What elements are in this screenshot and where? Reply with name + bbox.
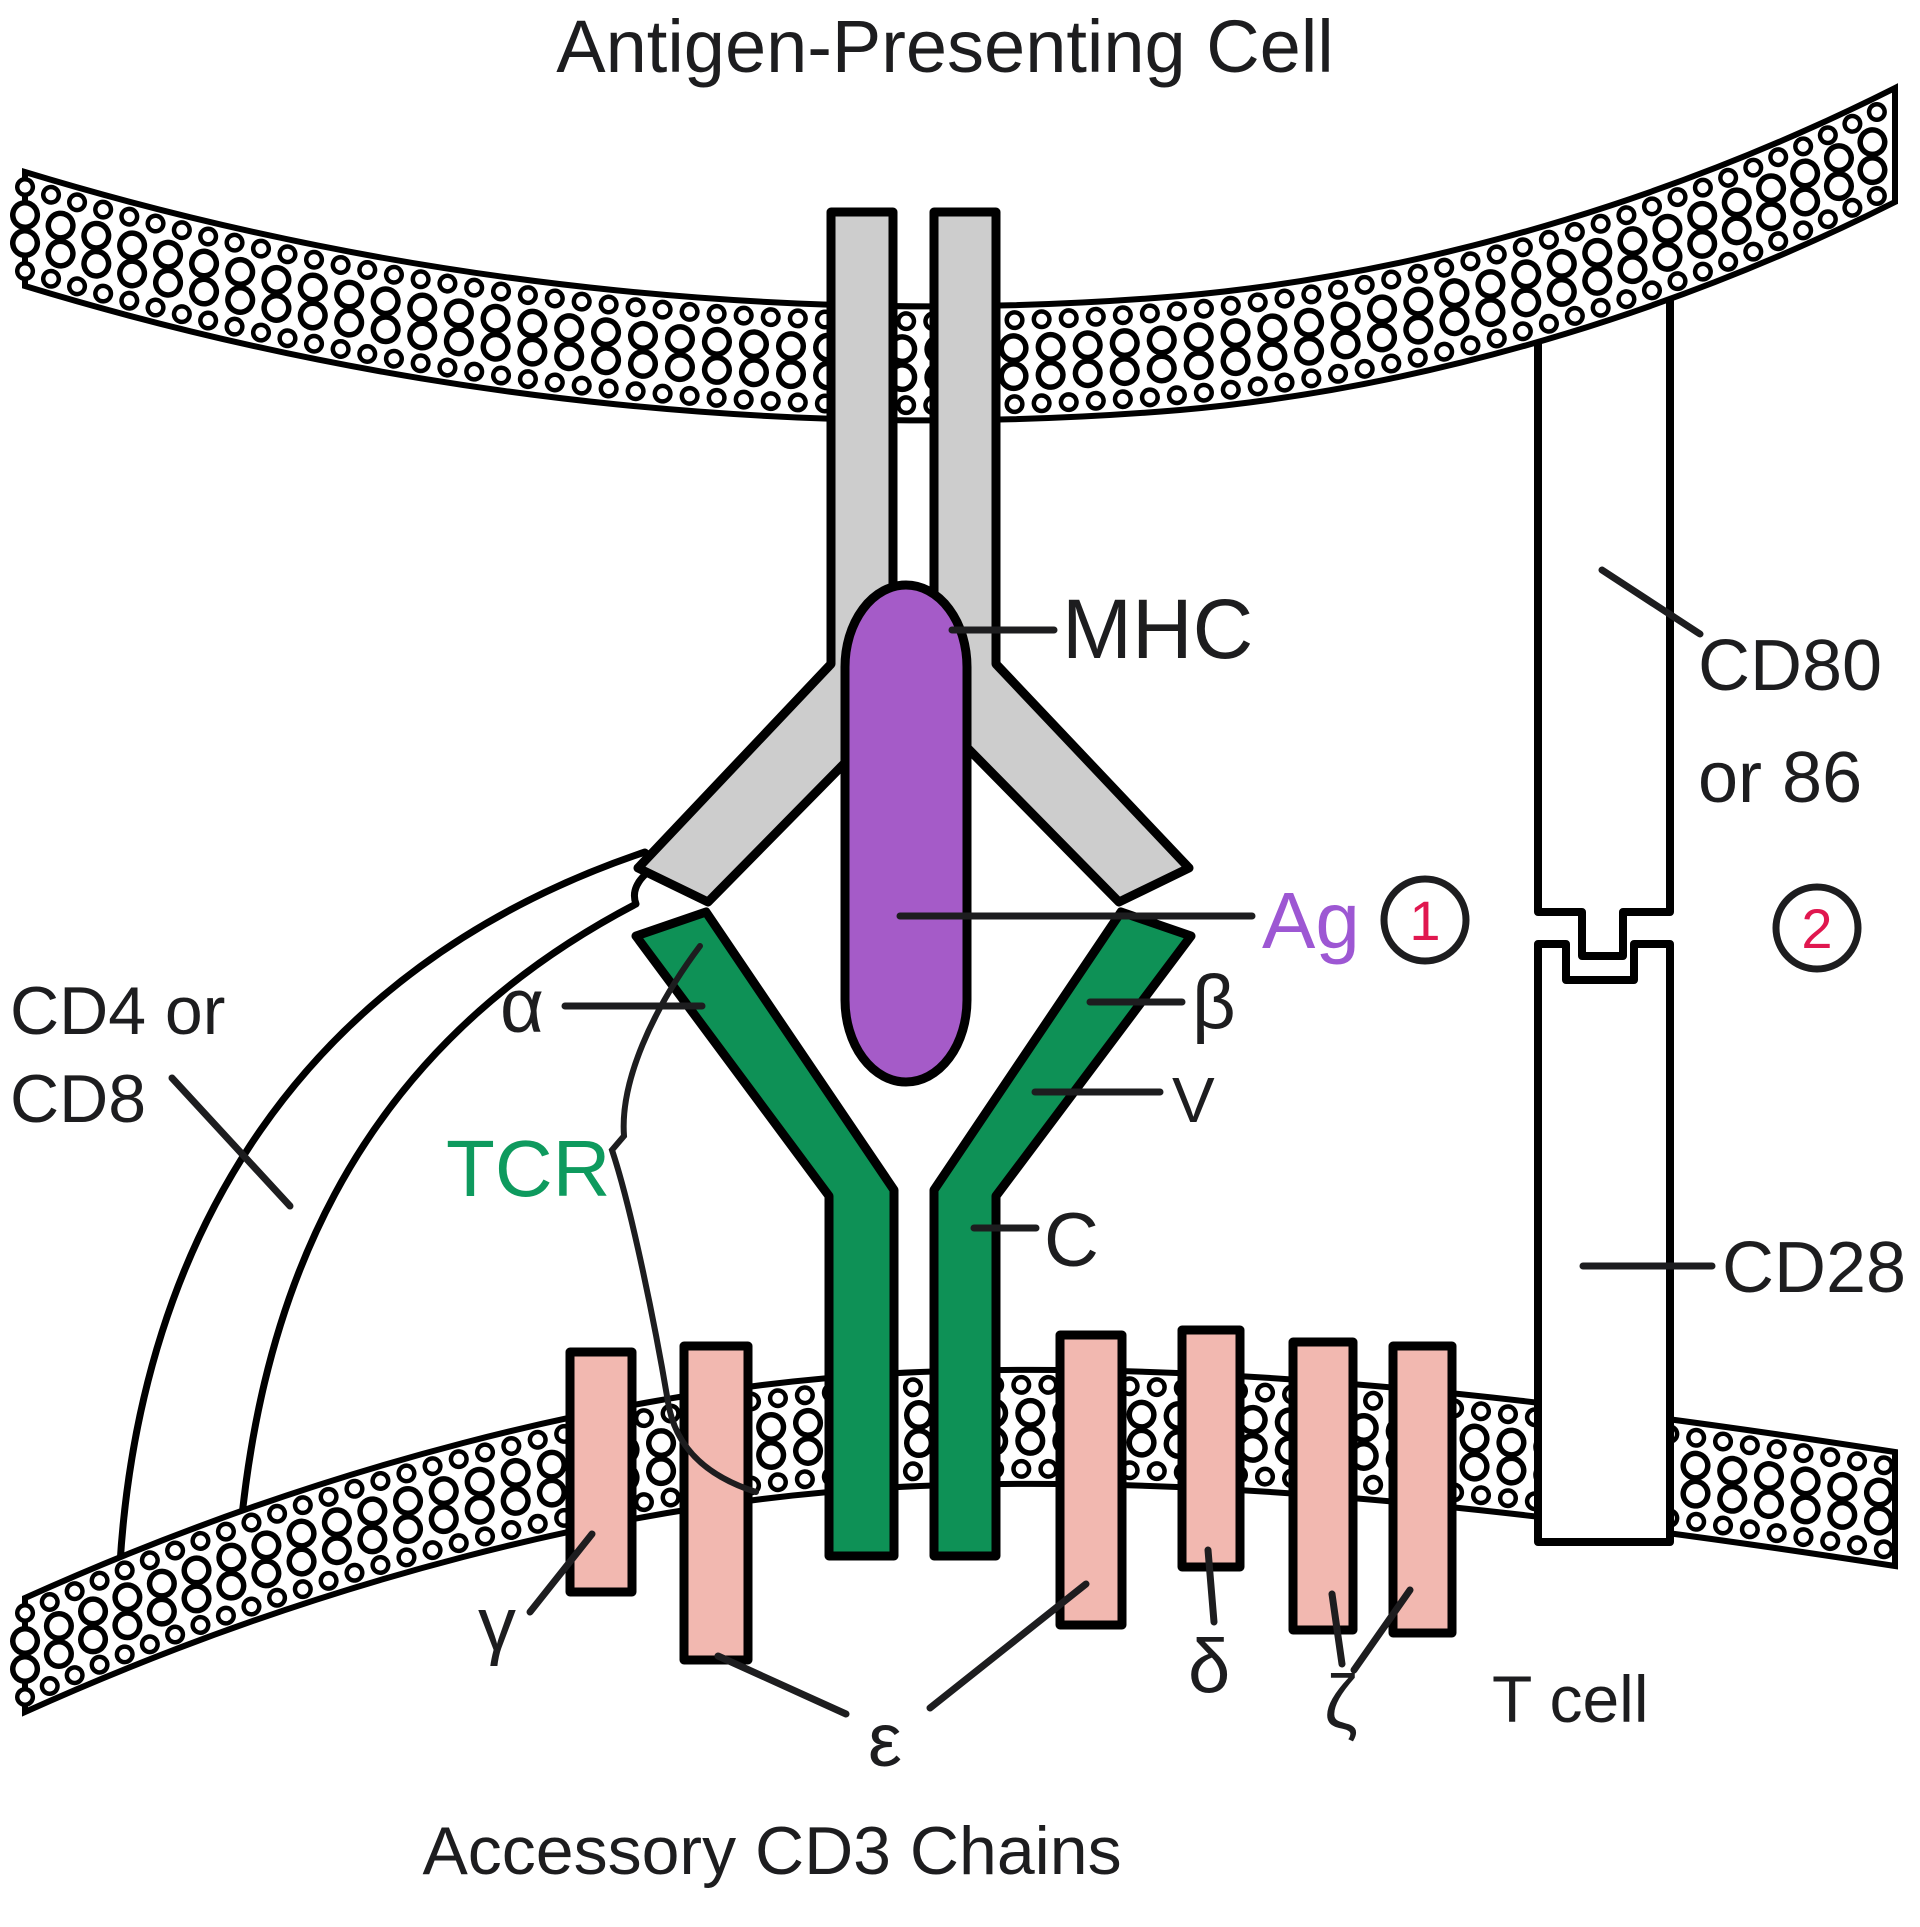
cd3-zeta-chain-1 [1288, 1337, 1358, 1635]
delta-label: δ [1188, 1624, 1230, 1709]
cd80-pointer-line [1598, 566, 1704, 638]
zeta-pointer-line-2 [1350, 1586, 1414, 1674]
cd3-zeta-chain-2 [1388, 1341, 1457, 1638]
epsilon-right-pointer-line [926, 1580, 1090, 1712]
delta-pointer-line [1204, 1546, 1218, 1626]
tcr-alpha-chain [631, 907, 899, 1561]
zeta-pointer-line-1 [1328, 1590, 1346, 1668]
apc-lipid-tails-lower-fill [15, 149, 1905, 387]
apc-membrane [10, 83, 1910, 424]
cd3-epsilon-left-chain [679, 1341, 753, 1665]
variable-region-label: V [1172, 1064, 1215, 1136]
alpha-label: α [500, 964, 544, 1049]
cd3-epsilon-right-chain [1055, 1330, 1127, 1630]
tcr-brace [608, 943, 759, 1495]
epsilon-label: ε [868, 1698, 902, 1783]
cd80-label-line2: or 86 [1698, 738, 1862, 818]
tcr-beta-chain [929, 907, 1196, 1561]
cd4-cd8-label-line2: CD8 [10, 1061, 146, 1137]
cd3-delta-chain [1177, 1325, 1245, 1572]
apc-outer-heads-fill [19, 97, 1901, 327]
tcr-label: TCR [446, 1124, 610, 1213]
signal-1-circle [1380, 875, 1470, 965]
gamma-label: γ [478, 1582, 516, 1667]
cd4-cd8-pointer-line [168, 1074, 294, 1210]
apc-title: Antigen-Presenting Cell [556, 5, 1333, 88]
cd3-gamma-chain [565, 1347, 637, 1597]
cd3-caption: Accessory CD3 Chains [422, 1813, 1121, 1889]
tcell-inner-heads-fill [19, 1463, 1901, 1703]
mhc-label: MHC [1062, 582, 1253, 676]
cd4-cd8-label-line1: CD4 or [10, 973, 225, 1049]
zeta-label: ζ [1324, 1660, 1358, 1745]
constant-region-label: C [1044, 1198, 1099, 1283]
gamma-pointer-line [526, 1530, 596, 1616]
signal-1-number: 1 [1409, 889, 1440, 952]
signal-1-badge: 1 [1380, 875, 1470, 965]
cd28-molecule [1534, 940, 1674, 1546]
signal-2-number: 2 [1801, 897, 1832, 960]
cd80-label-line1: CD80 [1698, 626, 1882, 706]
apc-inner-heads-fill [19, 181, 1901, 411]
beta-label: β [1192, 960, 1236, 1045]
pointer-lines [168, 566, 1716, 1718]
epsilon-left-pointer-line [714, 1652, 850, 1718]
signal-2-circle [1772, 883, 1862, 973]
mhc-alpha-chain [633, 207, 898, 907]
cd4-cd8-coreceptor [116, 848, 664, 1598]
cd28-label: CD28 [1722, 1228, 1906, 1308]
signal-2-badge: 2 [1772, 883, 1862, 973]
tcell-outer-heads-fill [19, 1379, 1901, 1619]
antigen-peptide [840, 580, 972, 1087]
apc-lipid-tails-upper-fill [15, 121, 1905, 359]
t-cell-label: T cell [1492, 1662, 1649, 1736]
cd80-86-molecule [1534, 248, 1674, 960]
ag-label: Ag [1262, 876, 1360, 965]
mhc-beta-chain [929, 207, 1194, 907]
